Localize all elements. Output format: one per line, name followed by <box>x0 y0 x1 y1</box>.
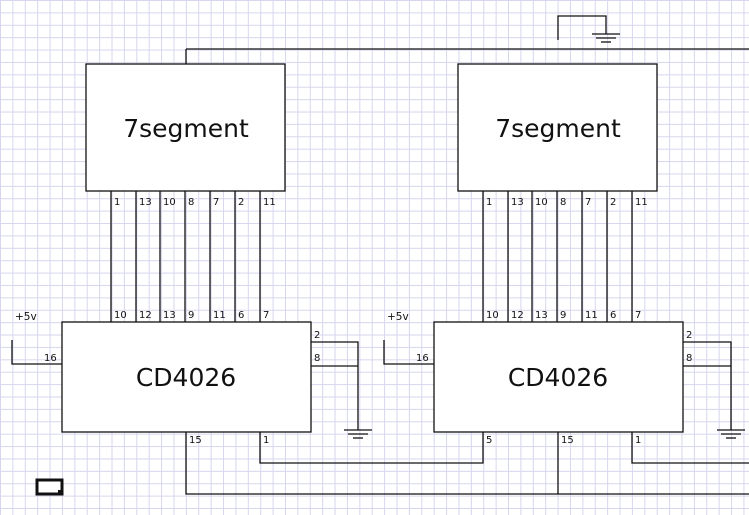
right-ground-symbol <box>717 429 745 439</box>
right-pin2-wire <box>683 341 732 430</box>
left-7segment-display[interactable] <box>85 63 286 192</box>
left-counter-pin-label: 9 <box>188 310 194 321</box>
left-display-pin-label: 7 <box>213 197 219 208</box>
left-counter-pin-label: 11 <box>213 310 226 321</box>
left-ground-symbol <box>344 429 372 439</box>
right-counter-pin-label: 7 <box>635 310 641 321</box>
right-display-pin-label: 2 <box>610 197 616 208</box>
right-counter-pin-label: 9 <box>560 310 566 321</box>
left-display-pin-label: 1 <box>114 197 120 208</box>
left-counter-bottom-pin-label: 1 <box>263 435 269 446</box>
right-display-pin-label: 7 <box>585 197 591 208</box>
left-segment-wires <box>110 191 261 322</box>
left-supply-label: +5v <box>15 311 37 323</box>
left-counter-pin-label: 10 <box>114 310 127 321</box>
right-7segment-label: 7segment <box>495 114 621 143</box>
top-ground-symbol <box>557 15 620 43</box>
right-counter-pin-label: 6 <box>610 310 616 321</box>
left-7segment-label: 7segment <box>123 114 249 143</box>
right-counter-pin-label: 10 <box>486 310 499 321</box>
right-display-pin-label: 10 <box>535 197 548 208</box>
left-display-pin-label: 8 <box>188 197 194 208</box>
bottom-common-bus-wire <box>185 432 749 495</box>
carry-out-to-clock-wire <box>259 432 484 464</box>
left-counter-pin-label: 6 <box>238 310 244 321</box>
left-supply-wire <box>11 340 62 365</box>
left-counter-right-pin-label: 2 <box>314 330 320 341</box>
right-display-pin-label: 11 <box>635 197 648 208</box>
right-counter-right-pin-label: 8 <box>686 353 692 364</box>
right-display-pin-label: 8 <box>560 197 566 208</box>
right-supply-wire <box>383 340 434 365</box>
left-display-pin-label: 10 <box>163 197 176 208</box>
right-cd4026-counter[interactable] <box>433 321 684 433</box>
left-power-pin-label: 16 <box>44 353 57 364</box>
selection-handle-icon[interactable] <box>35 478 64 496</box>
right-power-pin-label: 16 <box>416 353 429 364</box>
right-cd4026-label: CD4026 <box>508 363 608 392</box>
right-display-pin-label: 1 <box>486 197 492 208</box>
right-segment-wires <box>482 191 633 322</box>
right-counter-bottom-pin-label: 1 <box>635 435 641 446</box>
right-counter-pin-label: 11 <box>585 310 598 321</box>
left-cd4026-label: CD4026 <box>136 363 236 392</box>
right-counter-bottom-pin-label: 5 <box>486 435 492 446</box>
left-counter-pin-label: 12 <box>139 310 152 321</box>
left-counter-pin-label: 7 <box>263 310 269 321</box>
right-counter-pin-label: 12 <box>511 310 524 321</box>
right-display-pin-label: 13 <box>511 197 524 208</box>
left-counter-bottom-pin-label: 15 <box>189 435 202 446</box>
right-supply-label: +5v <box>387 311 409 323</box>
left-display-pin-label: 13 <box>139 197 152 208</box>
right-counter-bottom-pin-label: 15 <box>561 435 574 446</box>
left-display-pin-label: 2 <box>238 197 244 208</box>
left-pin2-wire <box>311 341 359 430</box>
left-counter-pin-label: 13 <box>163 310 176 321</box>
left-counter-right-pin-label: 8 <box>314 353 320 364</box>
left-cd4026-counter[interactable] <box>61 321 312 433</box>
right-carry-out-wire <box>631 432 749 464</box>
right-counter-right-pin-label: 2 <box>686 330 692 341</box>
right-counter-pin-label: 13 <box>535 310 548 321</box>
left-display-pin-label: 11 <box>263 197 276 208</box>
